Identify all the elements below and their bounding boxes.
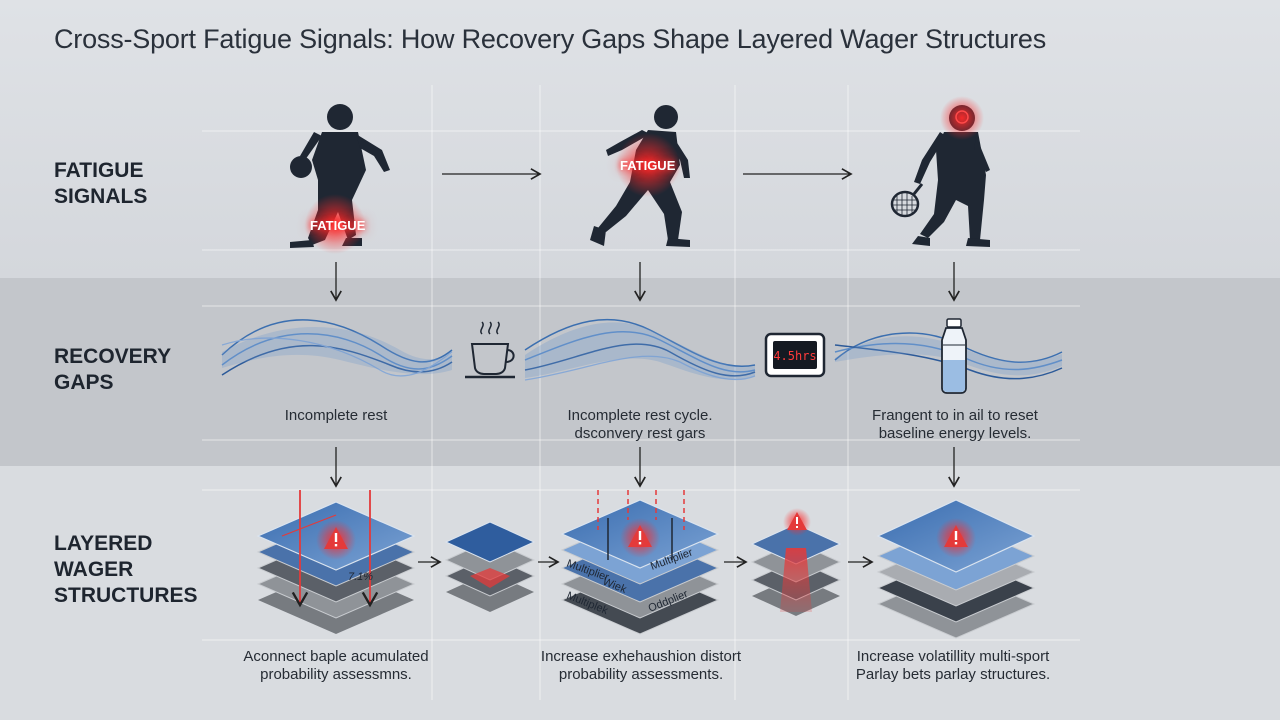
wager-stack-4 [750, 523, 842, 616]
row-label-layered: LAYERED WAGER STRUCTURES [54, 532, 198, 607]
down-arrows-lower [330, 447, 960, 488]
recovery-caption-3: Frangent to in ail to reset baseline ene… [872, 407, 1038, 442]
stack1-value-label: 7.1% [348, 571, 373, 583]
row-label-fatigue: FATIGUE SIGNALS [54, 159, 148, 208]
recovery-wave-1 [221, 319, 453, 377]
warning-icon [620, 518, 660, 558]
recovery-caption-2: Incomplete rest cycle. dsconvery rest ga… [567, 407, 713, 442]
recovery-caption-1: Incomplete rest [284, 407, 388, 424]
warning-icon [783, 508, 811, 536]
wager-stack-2 [444, 521, 536, 612]
fatigue-tag-knee: FATIGUE [310, 218, 366, 233]
wager-stack-1 [256, 490, 416, 634]
wager-stack-5 [876, 499, 1036, 639]
down-arrows-upper [330, 262, 960, 302]
timer-display-icon: 4.5hrs [764, 332, 826, 378]
wager-caption-1: Aconnect baple acumulated probability as… [243, 648, 429, 683]
coffee-cup-icon [465, 321, 515, 379]
wager-caption-2: Increase exhehaushion distort probabilit… [540, 648, 742, 683]
wager-caption-3: Increase volatillity multi-sport Parlay … [855, 648, 1051, 683]
warning-icon [316, 520, 356, 560]
fatigue-glow-knee [305, 194, 365, 254]
row-label-recovery: RECOVERY GAPS [54, 345, 172, 394]
tennis-racket-icon [890, 183, 924, 218]
recovery-wave-2 [524, 318, 756, 381]
water-bottle-icon [941, 318, 967, 394]
fatigue-glow-back [616, 133, 680, 197]
fatigue-glow-head [940, 96, 984, 140]
wager-stack-3 [560, 490, 720, 635]
page-title: Cross-Sport Fatigue Signals: How Recover… [54, 24, 1047, 54]
timer-value: 4.5hrs [773, 349, 816, 363]
warning-icon [936, 518, 976, 558]
recovery-band [0, 278, 1280, 466]
headache-indicator-icon [955, 110, 969, 124]
fatigue-tag-back: FATIGUE [620, 158, 676, 173]
